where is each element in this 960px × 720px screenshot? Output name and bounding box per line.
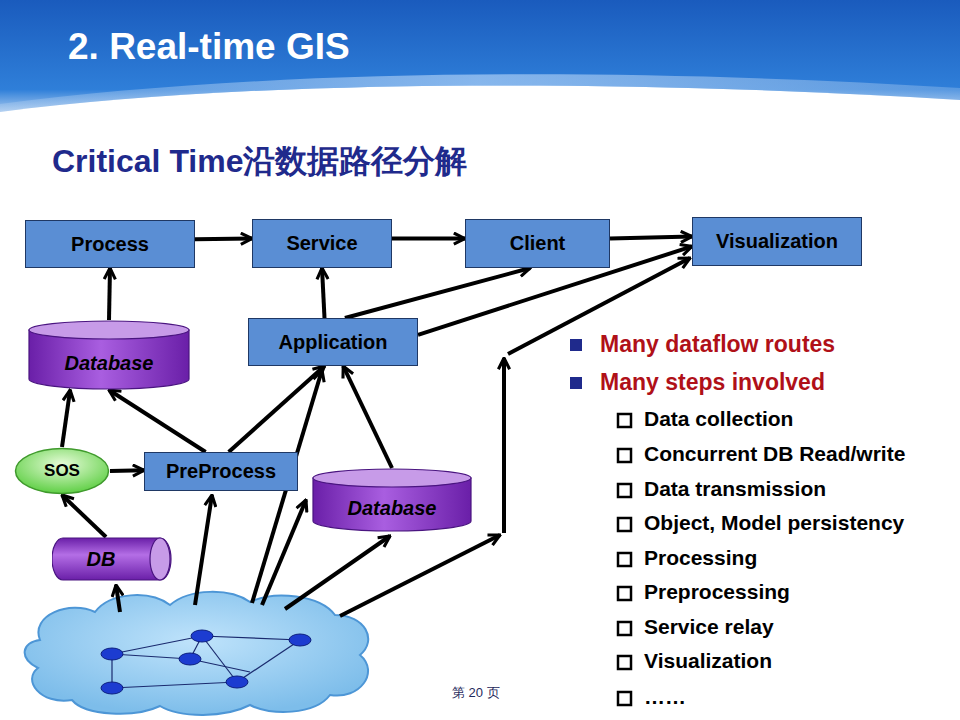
ellipse-shape xyxy=(16,449,109,494)
flow-arrow xyxy=(322,268,325,318)
cloud-outline xyxy=(25,592,369,715)
header-band xyxy=(0,0,960,140)
flow-arrow xyxy=(229,366,325,452)
sub-bullet-text: Processing xyxy=(644,546,757,570)
sub-bullet-text: Object, Model persistency xyxy=(644,511,904,535)
cylinder-end xyxy=(150,538,170,580)
process-box: Process xyxy=(25,220,195,268)
subtitle: Critical Time沿数据路径分解 xyxy=(52,140,467,184)
flow-arrow xyxy=(62,390,70,447)
node-label: Service xyxy=(286,232,357,255)
slide-title: 2. Real-time GIS xyxy=(68,26,350,68)
sub-bullet-squares xyxy=(618,414,631,705)
header-swoosh xyxy=(0,74,960,112)
flow-arrow xyxy=(62,495,106,537)
network-nodes xyxy=(101,630,311,694)
node-label: Process xyxy=(71,233,149,256)
sub-bullet-text: Visualization xyxy=(644,649,772,673)
sub-bullet-text: …… xyxy=(644,685,686,709)
node-label: Database xyxy=(348,497,437,520)
flow-arrow xyxy=(109,268,110,320)
flow-arrow xyxy=(343,366,392,468)
node-label: SOS xyxy=(44,461,80,481)
database-cylinder: Database xyxy=(28,320,190,390)
node-label: DB xyxy=(87,548,116,571)
sos-ellipse: SOS xyxy=(14,447,110,495)
node-label: Application xyxy=(279,331,388,354)
network-cloud xyxy=(25,592,369,715)
process-box: Service xyxy=(252,219,392,268)
node-label: Database xyxy=(65,352,154,375)
flow-arrow xyxy=(109,390,206,452)
node-label: PreProcess xyxy=(166,460,276,483)
bullet-text: Many steps involved xyxy=(600,369,825,396)
db-cylinder: DB xyxy=(52,537,172,581)
process-box: Client xyxy=(465,219,610,268)
cylinder-top xyxy=(29,321,189,339)
cylinder-body xyxy=(52,538,171,580)
node-label: Visualization xyxy=(716,230,838,253)
cylinder-top xyxy=(313,469,471,487)
flow-arrow xyxy=(195,237,252,242)
flow-arrow xyxy=(345,268,530,318)
bullet-squares xyxy=(570,339,582,389)
database-cylinder: Database xyxy=(312,468,472,532)
sub-bullet-text: Service relay xyxy=(644,615,774,639)
sub-bullet-text: Data transmission xyxy=(644,477,826,501)
flow-arrow xyxy=(610,237,692,239)
sub-bullet-text: Concurrent DB Read/write xyxy=(644,442,905,466)
network-links xyxy=(112,636,300,688)
sub-bullet-text: Preprocessing xyxy=(644,580,790,604)
bullet-text: Many dataflow routes xyxy=(600,331,835,358)
node-label: Client xyxy=(510,232,566,255)
source-arrows xyxy=(116,258,690,616)
process-box: Visualization xyxy=(692,217,862,266)
process-box: PreProcess xyxy=(144,452,298,491)
sub-bullet-text: Data collection xyxy=(644,407,793,431)
page-number: 第 20 页 xyxy=(452,684,500,702)
flow-arrow xyxy=(392,237,465,241)
flow-arrow xyxy=(110,468,144,473)
process-box: Application xyxy=(248,318,418,366)
